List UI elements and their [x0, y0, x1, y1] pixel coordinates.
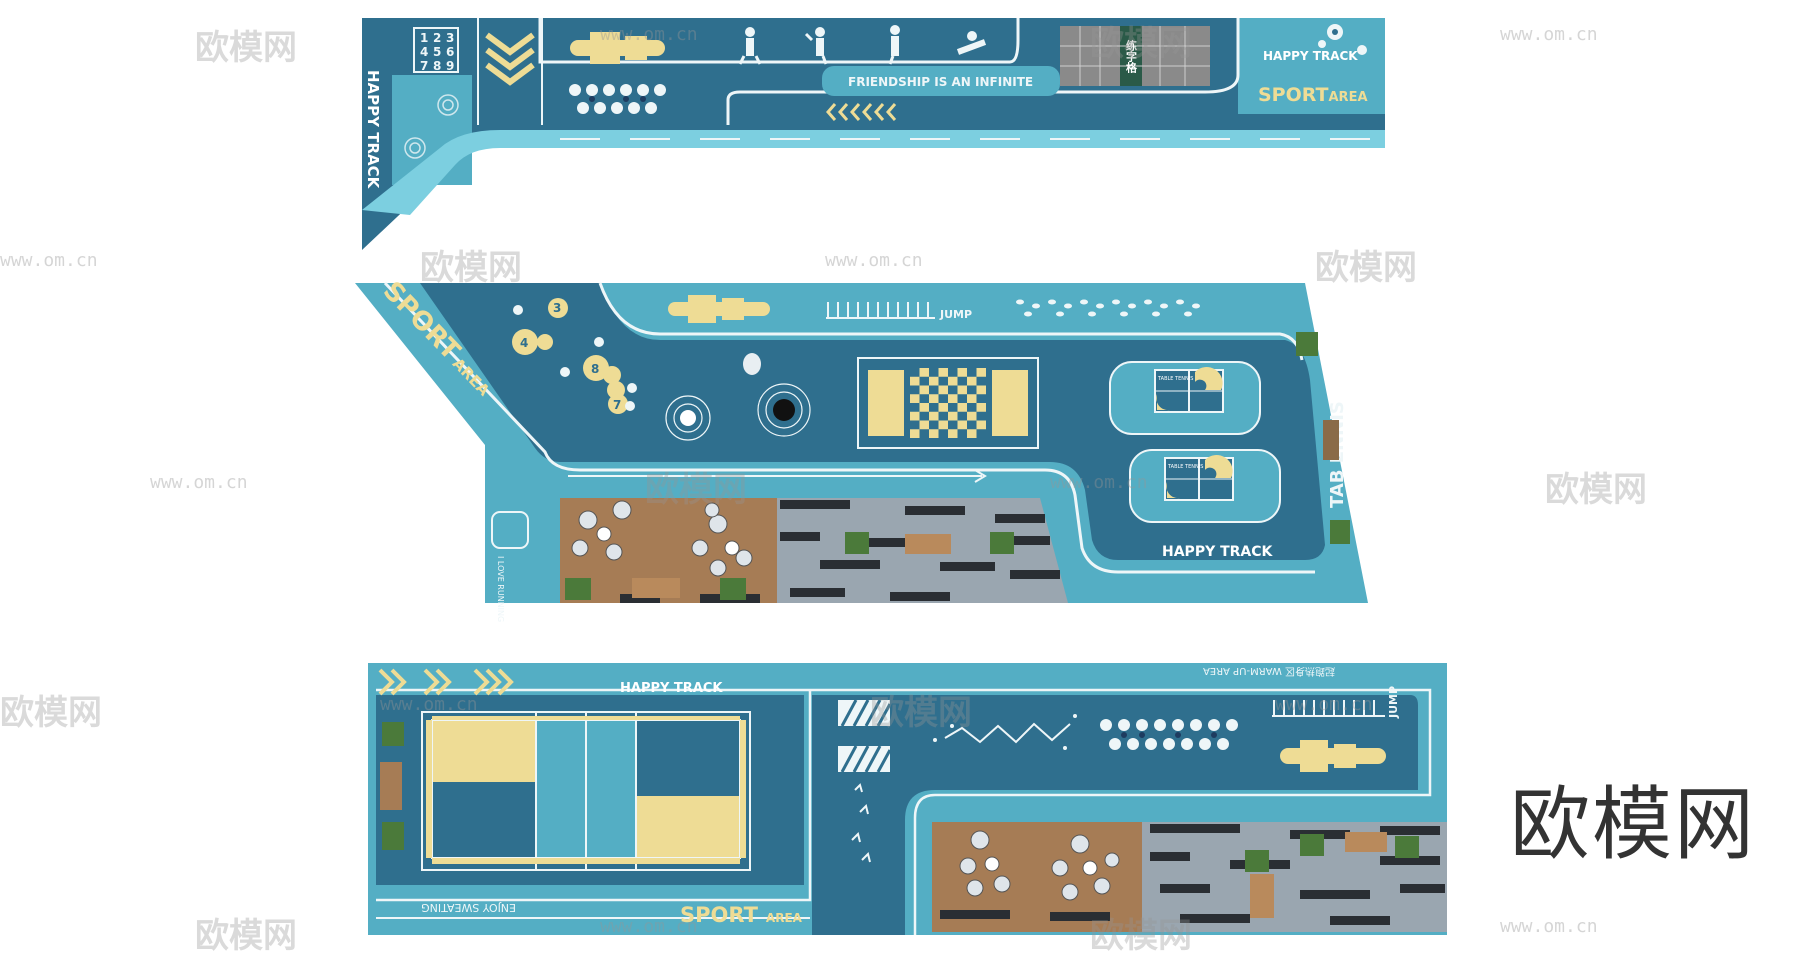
- jump-label: JUMP: [939, 308, 972, 321]
- top-strip: 1 2 3 4 5 6 7 8 9: [362, 18, 1385, 250]
- tennis-label: TABLE TENNIS: [1167, 464, 1203, 470]
- grid-number: 9: [446, 59, 454, 73]
- dot-pattern: [569, 84, 666, 114]
- slogan-text: FRIENDSHIP IS AN INFINITE: [848, 75, 1033, 89]
- middle-inner-track: [380, 283, 1325, 560]
- left-planters: [380, 722, 404, 850]
- footprint-icons: [1016, 299, 1200, 317]
- chessboard-squares: [910, 368, 986, 438]
- bubble-dots: [1318, 24, 1367, 55]
- zigzag-dots: [933, 714, 1077, 750]
- middle-happy-track: HAPPY TRACK: [1162, 544, 1274, 560]
- bottom-track-line: [376, 688, 1432, 935]
- hedge-planters: [1296, 332, 1350, 544]
- bottom-sport-label: SPORT AREA: [680, 903, 803, 927]
- hopscotch-icon: [1280, 740, 1386, 772]
- top-right-panel: [1238, 18, 1385, 114]
- grid-number: 8: [433, 59, 441, 73]
- court-yellow-strips: [426, 716, 746, 864]
- slogan-band: [822, 66, 1060, 96]
- circle-numbers: 3 4 8 7: [520, 301, 621, 412]
- tennis-label: TABLE TENNIS: [1157, 376, 1193, 382]
- bottom-dark-track: [812, 695, 1418, 935]
- chevron-down-icon: [485, 32, 535, 86]
- court-cell-yellow: [432, 720, 536, 782]
- bench-planters: [565, 532, 1014, 600]
- top-track-outline: [538, 18, 1020, 64]
- number-grid: [413, 27, 459, 73]
- bottom-strip: HAPPY TRACK 起跑热身区 WARM-UP AREA ENJOY SWE…: [368, 663, 1447, 935]
- chess-court-frame: [857, 357, 1039, 449]
- grid-number: 3: [446, 31, 454, 45]
- area-word: AREA: [766, 911, 803, 925]
- chess-court-right: [992, 370, 1028, 436]
- jump-ruler: [1272, 700, 1385, 717]
- grid-number: 5: [433, 45, 441, 59]
- brand-logo: 欧模网: [1510, 778, 1756, 871]
- chess-court-left: [868, 370, 904, 436]
- jump-label: JUMP: [1387, 686, 1400, 719]
- number-circles: [512, 298, 628, 414]
- hopscotch-icon: [570, 32, 665, 64]
- arrow-right-icon: [974, 469, 987, 483]
- middle-strip: SPORTAREA 3 4 8 7 JUMP: [355, 276, 1368, 622]
- calligraphy-label: 练字格: [1125, 39, 1138, 74]
- number-grid-cells: 1 2 3 4 5 6 7 8 9: [420, 31, 454, 73]
- dot-pattern: [1100, 719, 1238, 750]
- cafe-table-icons: [571, 500, 753, 577]
- circle-number: 4: [520, 336, 528, 350]
- sport-word: SPORT: [680, 903, 759, 927]
- top-happy-track: HAPPY TRACK: [1263, 49, 1358, 63]
- table-tennis-table: [1164, 455, 1234, 501]
- spinner-equipment: [665, 353, 811, 441]
- warmup-label: 起跑热身区 WARM-UP AREA: [1203, 665, 1335, 678]
- small-dots: [513, 305, 637, 411]
- hatched-boxes: [838, 699, 892, 773]
- bottom-happy-track: HAPPY TRACK: [620, 681, 723, 696]
- zigzag-line: [944, 722, 1071, 744]
- target-circle-icons: [404, 94, 459, 159]
- top-running-lane: [362, 130, 1385, 215]
- bench-planters: [1245, 832, 1419, 918]
- grid-number: 7: [420, 59, 428, 73]
- table-tennis-table: [1154, 367, 1224, 413]
- hopscotch-icon: [668, 295, 770, 323]
- enjoy-sweating: ENJOY SWEATING: [421, 901, 516, 914]
- circle-number: 7: [613, 398, 621, 412]
- grid-number: 6: [446, 45, 454, 59]
- calligraphy-label-bg: [1120, 26, 1142, 86]
- top-vertical-happy-track: HAPPY TRACK: [364, 70, 382, 190]
- grid-number: 1: [420, 31, 428, 45]
- i-love-running: I LOVE RUNNING: [496, 556, 505, 622]
- area-word: AREA: [1329, 90, 1368, 105]
- calligraphy-gridlines: [1060, 26, 1210, 86]
- circle-number: 8: [591, 362, 599, 376]
- middle-track-line: [383, 281, 1315, 574]
- cafe-table-icons: [959, 830, 1120, 901]
- top-sport-label: SPORTAREA: [1258, 84, 1368, 106]
- chevron-left-icon: [826, 103, 897, 121]
- bottom-track-line-2: [376, 690, 812, 902]
- phone-icon: [491, 511, 529, 549]
- court-cell-yellow: [636, 796, 740, 858]
- sport-word: SPORT: [1258, 84, 1329, 106]
- chevron-right-icon: [378, 668, 514, 696]
- jump-ruler: [826, 302, 935, 319]
- grid-number: 4: [420, 45, 428, 59]
- footprint-icons: [851, 783, 871, 863]
- circle-number: 3: [553, 301, 561, 315]
- exercise-figure-icons: [738, 25, 987, 65]
- grid-number: 2: [433, 31, 441, 45]
